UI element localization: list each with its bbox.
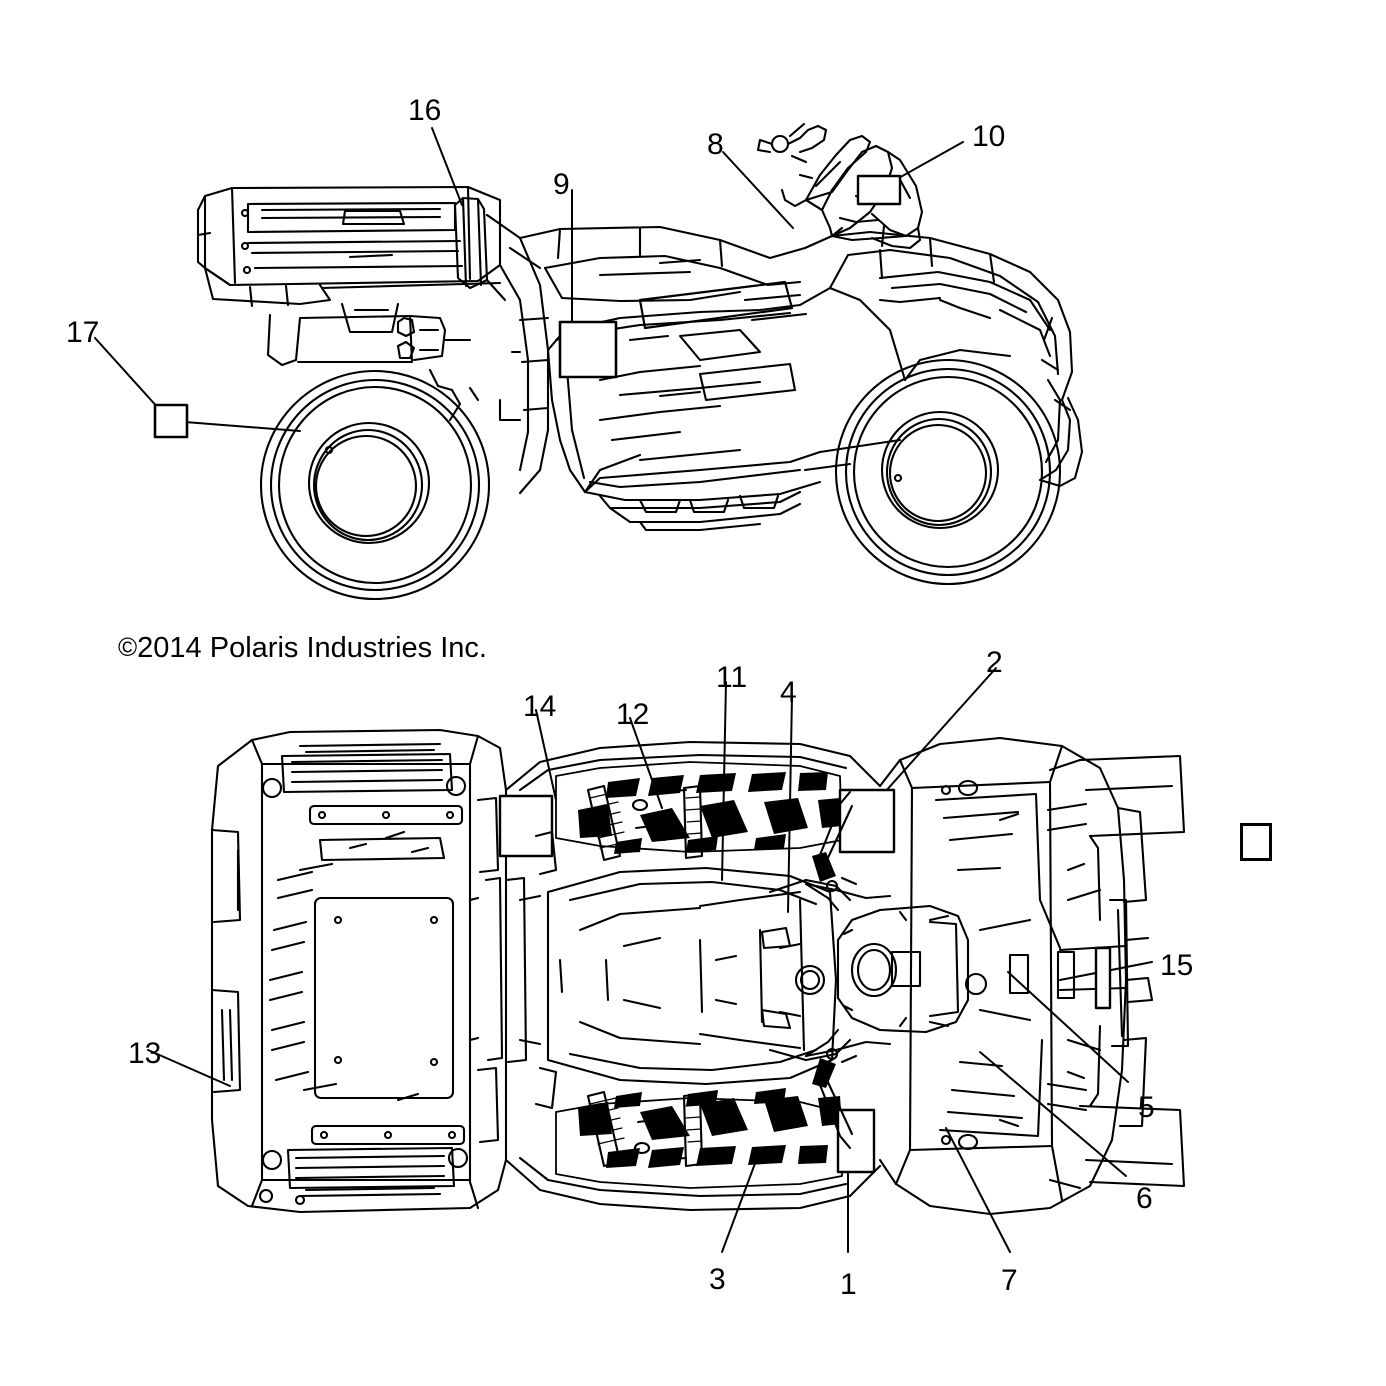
callout-17: 17: [66, 316, 100, 349]
side-view-artwork: [94, 122, 1084, 601]
callout-5: 5: [1138, 1091, 1155, 1124]
callout-2: 2: [986, 646, 1003, 679]
callout-4: 4: [780, 676, 797, 709]
callout-12: 12: [616, 698, 650, 731]
callout-7: 7: [1001, 1264, 1018, 1297]
callout-1: 1: [840, 1268, 857, 1301]
callout-14: 14: [523, 690, 557, 723]
callout-8: 8: [707, 128, 724, 161]
callout-13: 13: [128, 1037, 162, 1070]
top-view-artwork: [147, 667, 1186, 1253]
callout-3: 3: [709, 1263, 726, 1296]
copyright-text: 2014 Polaris Industries Inc.: [137, 632, 487, 664]
copyright-symbol: ©: [118, 632, 138, 662]
callout-16: 16: [408, 94, 442, 127]
copyright-notice: ©2014 Polaris Industries Inc.: [118, 632, 487, 665]
callout-10: 10: [972, 120, 1006, 153]
callout-11: 11: [716, 661, 748, 694]
callout-9: 9: [553, 168, 570, 201]
callout-15: 15: [1160, 949, 1194, 982]
decal-swatch: [1240, 823, 1272, 861]
callout-6: 6: [1136, 1182, 1153, 1215]
